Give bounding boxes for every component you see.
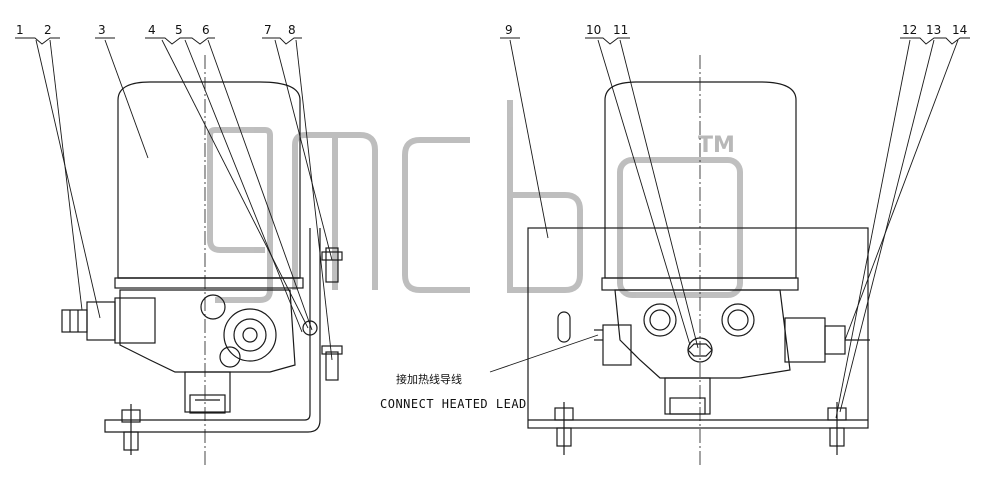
callout-10: 10 bbox=[586, 23, 601, 37]
callout-1: 1 bbox=[16, 23, 24, 37]
left-valve-body bbox=[119, 289, 296, 373]
callout-11: 11 bbox=[613, 23, 628, 37]
left-bracket bbox=[104, 228, 321, 433]
callout-2: 2 bbox=[44, 23, 52, 37]
callout-13: 13 bbox=[926, 23, 941, 37]
note-english: CONNECT HEATED LEAD bbox=[380, 397, 527, 411]
left-canister bbox=[117, 81, 301, 279]
left-view bbox=[61, 55, 343, 465]
callout-14: 14 bbox=[952, 23, 967, 37]
right-view bbox=[527, 55, 870, 465]
right-valve-body bbox=[614, 289, 791, 379]
callout-3: 3 bbox=[98, 23, 106, 37]
watermark-tm: TM bbox=[698, 133, 735, 158]
right-canister bbox=[604, 81, 797, 279]
right-base-plate bbox=[527, 227, 869, 429]
callout-8: 8 bbox=[288, 23, 296, 37]
callout-6: 6 bbox=[202, 23, 210, 37]
callout-7: 7 bbox=[264, 23, 272, 37]
leader-lines bbox=[15, 37, 970, 419]
callout-4: 4 bbox=[148, 23, 156, 37]
callout-9: 9 bbox=[505, 23, 513, 37]
callout-5: 5 bbox=[175, 23, 183, 37]
note-chinese: 接加热线导线 bbox=[396, 372, 462, 386]
callout-12: 12 bbox=[902, 23, 917, 37]
